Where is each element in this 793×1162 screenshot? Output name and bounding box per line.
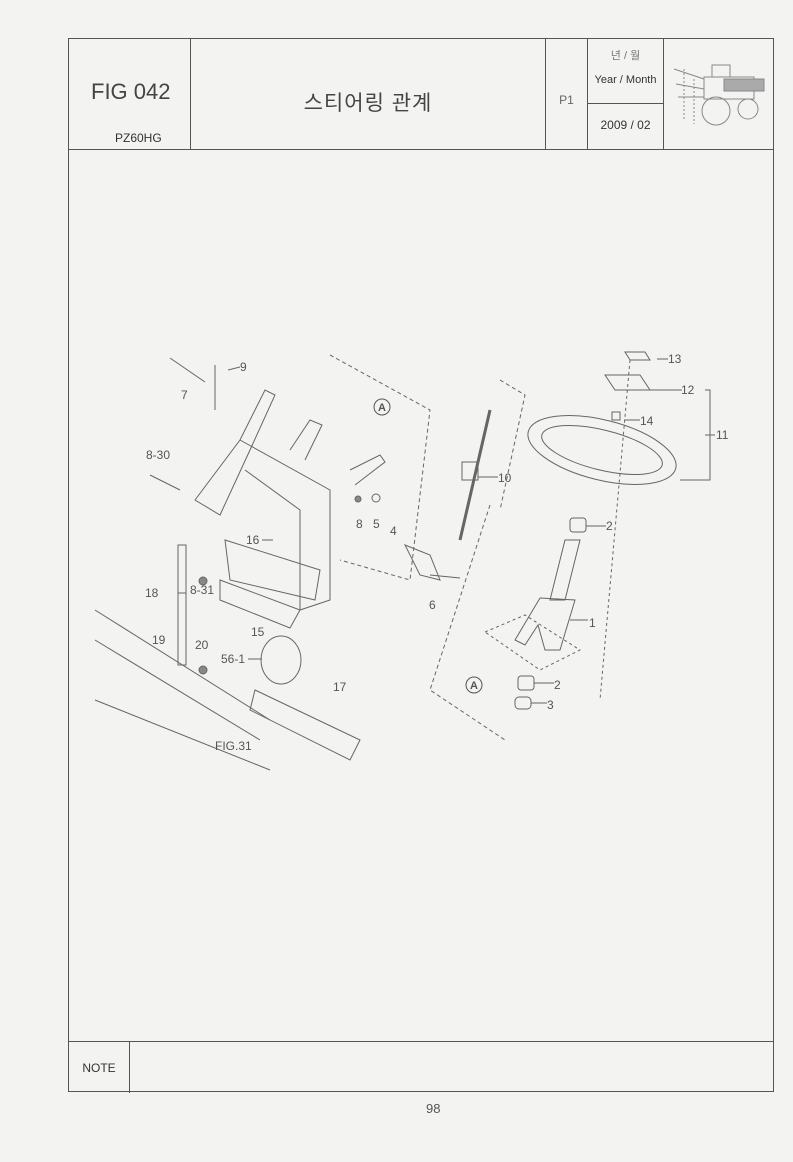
callout: 19 — [152, 633, 166, 647]
plate-15 — [224, 539, 321, 601]
steering-shaft-10 — [458, 409, 492, 541]
plate-15-lower — [219, 579, 301, 629]
frame-fig31 — [94, 609, 271, 771]
callout: 6 — [429, 598, 436, 612]
page-ref: P1 — [559, 93, 574, 107]
callout: 8 — [356, 517, 363, 531]
callout: 8-31 — [190, 583, 214, 597]
harvester-illustration — [673, 64, 765, 126]
bolt-8-30 — [149, 474, 181, 491]
callout: 13 — [668, 352, 682, 366]
callout: 2 — [606, 519, 613, 533]
callout: 1 — [589, 616, 596, 630]
callout: 2 — [554, 678, 561, 692]
callout: 56-1 — [221, 652, 245, 666]
nut-14 — [611, 411, 621, 421]
svg-text:A: A — [378, 402, 386, 414]
callout: 17 — [333, 680, 347, 694]
callout: FIG.31 — [215, 739, 252, 753]
year-month-label: Year / Month — [594, 74, 657, 86]
page-title: 스티어링 관계 — [303, 92, 433, 115]
callout: 18 — [145, 586, 159, 600]
bushing-2-lower — [517, 675, 535, 691]
page-number: 98 — [426, 1101, 441, 1116]
cross-member — [249, 689, 361, 761]
page-ref-cell: P1 — [546, 39, 588, 149]
bushing-2-upper — [569, 517, 587, 533]
view-marker-a-2: A — [465, 676, 483, 694]
frame-body — [239, 439, 331, 611]
steering-wheel-11 — [527, 415, 677, 485]
callout: 14 — [640, 414, 654, 428]
column-tube — [549, 539, 581, 601]
callout: 16 — [246, 533, 260, 547]
callout: 11 — [716, 428, 729, 442]
part-56-1 — [260, 635, 302, 685]
callout: 4 — [390, 524, 397, 538]
callout: 8-30 — [146, 448, 170, 462]
callout: 9 — [240, 360, 247, 374]
date-value: 2009 / 02 — [600, 118, 651, 132]
callout: 7 — [181, 388, 188, 402]
title-cell: 스티어링 관계 — [191, 39, 546, 149]
callout: 12 — [681, 383, 695, 397]
emblem-13 — [624, 351, 651, 361]
figure-number: FIG 042 — [91, 79, 171, 104]
note-label: NOTE — [69, 1042, 130, 1093]
machine-thumbnail — [664, 39, 775, 149]
bracket-6 — [403, 544, 461, 581]
universal-joint — [461, 461, 479, 481]
figure-cell: FIG 042 PZ60HG — [69, 39, 191, 149]
view-a-outline — [329, 354, 431, 581]
callout: 5 — [373, 517, 380, 531]
year-month-ko: 년 / 월 — [610, 50, 641, 62]
note-row: NOTE — [69, 1041, 773, 1093]
view-marker-a-1: A — [373, 398, 391, 416]
bar-18 — [177, 544, 187, 666]
callout: 20 — [195, 638, 209, 652]
bolt-7 — [169, 357, 206, 383]
frame-arms — [289, 419, 386, 486]
page-frame: FIG 042 PZ60HG 스티어링 관계 P1 년 / 월 Year / M… — [68, 38, 774, 1093]
date-cell: 년 / 월 Year / Month 2009 / 02 — [588, 39, 664, 149]
column-base-1 — [514, 597, 576, 651]
callout: 3 — [547, 698, 554, 712]
callout: 10 — [498, 471, 512, 485]
title-block: FIG 042 PZ60HG 스티어링 관계 P1 년 / 월 Year / M… — [69, 39, 773, 150]
callout: 15 — [251, 625, 265, 639]
svg-text:A: A — [470, 680, 478, 692]
seal-3 — [514, 696, 532, 710]
cap-12 — [604, 374, 651, 391]
part-callouts: 9 7 8-30 8 5 4 16 8-31 18 15 19 20 56-1 … — [145, 352, 729, 753]
model-name: PZ60HG — [115, 131, 162, 145]
